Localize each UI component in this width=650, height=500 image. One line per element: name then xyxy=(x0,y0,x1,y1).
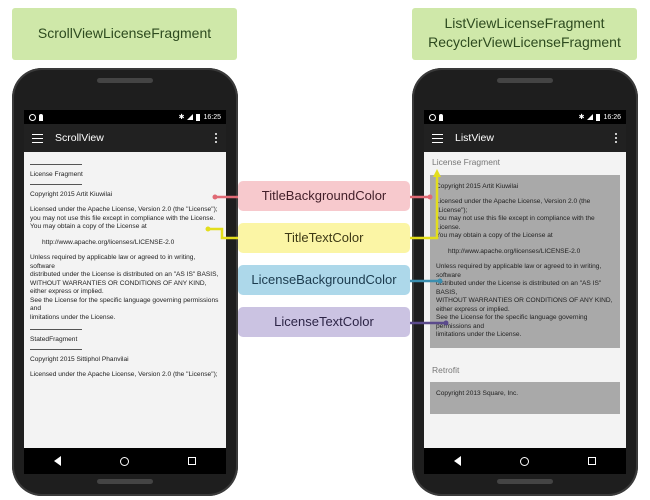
license-copyright: Copyright 2015 Artit Kiuwilai xyxy=(436,182,519,190)
top-speaker xyxy=(497,78,553,83)
scroll-content[interactable]: License Fragment Copyright 2015 Artit Ki… xyxy=(24,152,226,448)
right-screen: ✱ 16:26 ListView License Fragment Copyri… xyxy=(424,110,626,474)
notification-icon xyxy=(429,113,436,121)
toolbar-title: ScrollView xyxy=(55,132,104,144)
bottom-speaker xyxy=(97,479,153,484)
divider xyxy=(30,329,82,330)
title-background-color-label: TitleBackgroundColor xyxy=(238,181,410,211)
license-title: License Fragment xyxy=(30,171,83,178)
license-text-2: Unless required by applicable law or agr… xyxy=(436,263,613,338)
navigation-bar xyxy=(24,448,226,474)
license-copyright: Copyright 2015 Artit Kiuwilai xyxy=(30,190,113,198)
left-screen: ✱ 16:25 ScrollView License Fragment Copy… xyxy=(24,110,226,474)
toolbar-title: ListView xyxy=(455,132,494,144)
battery-icon xyxy=(196,113,201,121)
listview-fragment-label-text: ListViewLicenseFragment xyxy=(444,15,605,31)
battery-icon xyxy=(596,113,601,121)
overflow-menu-icon[interactable] xyxy=(615,133,618,143)
license-box: Copyright 2013 Square, Inc. xyxy=(430,382,620,414)
home-icon[interactable] xyxy=(119,456,129,466)
license-url: http://www.apache.org/licenses/LICENSE-2… xyxy=(42,238,175,246)
license-text-color-label: LicenseTextColor xyxy=(238,307,410,337)
home-icon[interactable] xyxy=(519,456,529,466)
scrollview-fragment-label-text: ScrollViewLicenseFragment xyxy=(37,25,212,41)
recents-icon[interactable] xyxy=(588,457,597,465)
toolbar: ScrollView xyxy=(24,124,226,152)
back-icon[interactable] xyxy=(53,456,61,466)
menu-icon[interactable] xyxy=(32,133,43,143)
list-item-title: License Fragment xyxy=(432,157,501,167)
navigation-bar xyxy=(424,448,626,474)
pin-icon xyxy=(439,113,443,121)
signal-icon xyxy=(187,114,194,120)
recents-icon[interactable] xyxy=(188,457,197,465)
license-text-1: Licensed under the Apache License, Versi… xyxy=(30,206,218,230)
list-content[interactable]: License Fragment Copyright 2015 Artit Ki… xyxy=(424,152,626,448)
back-icon[interactable] xyxy=(453,456,461,466)
notification-icon xyxy=(29,113,36,121)
license-background-color-label: LicenseBackgroundColor xyxy=(238,265,410,295)
license-title: StatedFragment xyxy=(30,336,78,343)
scrollview-fragment-label: ScrollViewLicenseFragment xyxy=(12,8,237,60)
license-text-1: Licensed under the Apache License, Versi… xyxy=(436,198,595,239)
divider xyxy=(30,348,82,350)
signal-icon xyxy=(587,114,594,120)
toolbar: ListView xyxy=(424,124,626,152)
title-text-color-label: TitleTextColor xyxy=(238,223,410,253)
divider xyxy=(30,164,82,165)
right-phone: ✱ 16:26 ListView License Fragment Copyri… xyxy=(412,68,638,496)
status-time: 16:26 xyxy=(603,113,621,121)
listview-fragment-label: ListViewLicenseFragment RecyclerViewLice… xyxy=(412,8,637,60)
license-text-1: Licensed under the Apache License, Versi… xyxy=(30,371,218,378)
status-time: 16:25 xyxy=(203,113,221,121)
license-copyright: Copyright 2013 Square, Inc. xyxy=(436,390,519,397)
license-box: Copyright 2015 Artit Kiuwilai Licensed u… xyxy=(430,174,620,348)
top-speaker xyxy=(97,78,153,83)
status-bar: ✱ 16:26 xyxy=(424,110,626,124)
license-copyright: Copyright 2015 Sittiphol Phanvilai xyxy=(30,355,129,363)
left-phone: ✱ 16:25 ScrollView License Fragment Copy… xyxy=(12,68,238,496)
bluetooth-icon: ✱ xyxy=(178,113,185,121)
bottom-speaker xyxy=(497,479,553,484)
recyclerview-fragment-label-text: RecyclerViewLicenseFragment xyxy=(428,34,621,50)
status-bar: ✱ 16:25 xyxy=(24,110,226,124)
pin-icon xyxy=(39,113,43,121)
list-item-title: Retrofit xyxy=(432,364,460,375)
overflow-menu-icon[interactable] xyxy=(215,133,218,143)
divider xyxy=(30,183,82,185)
license-url: http://www.apache.org/licenses/LICENSE-2… xyxy=(448,247,581,255)
license-text-2: Unless required by applicable law or agr… xyxy=(30,254,219,321)
bluetooth-icon: ✱ xyxy=(578,113,585,121)
menu-icon[interactable] xyxy=(432,133,443,143)
